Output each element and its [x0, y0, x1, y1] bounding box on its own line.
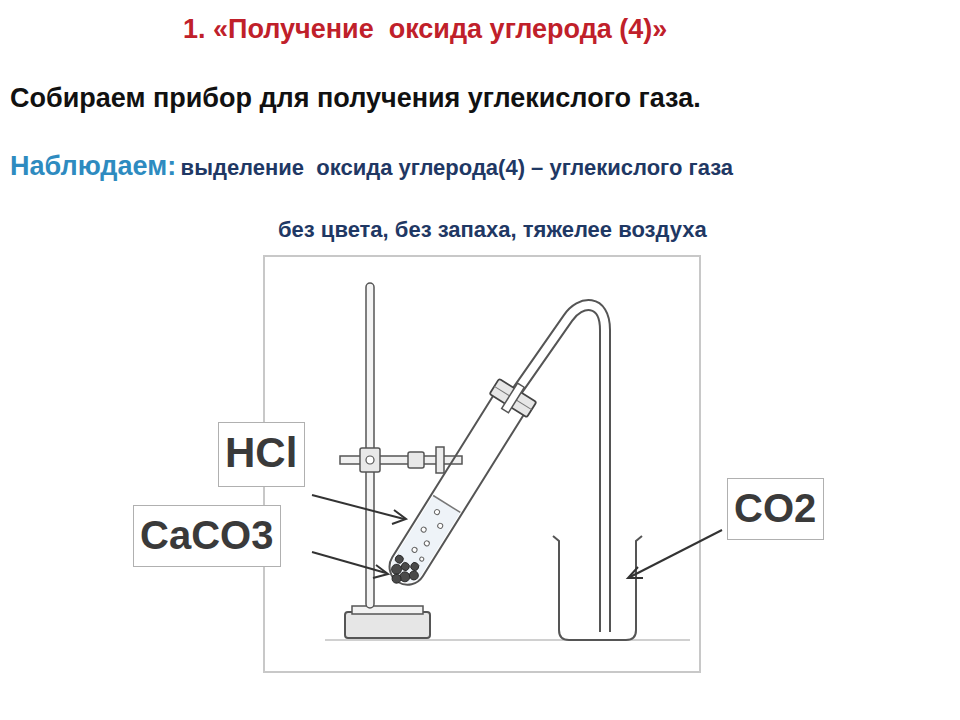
delivery-tube	[517, 305, 605, 632]
stand-base	[345, 612, 430, 638]
leader-arrow	[628, 567, 643, 578]
leader-arrow	[373, 565, 388, 578]
beaker	[553, 536, 642, 640]
leader-line	[630, 530, 722, 577]
label-box: HCl	[218, 422, 305, 487]
label-box: CO2	[727, 478, 824, 540]
slide-title: 1. «Получение оксида углерода (4)»	[183, 14, 667, 45]
test-tube	[378, 374, 540, 596]
box-label: HCl	[225, 423, 298, 484]
observation-heading: Наблюдаем:	[10, 151, 176, 181]
instruction-text: Собираем прибор для получения углекислог…	[10, 83, 701, 113]
table-line	[325, 639, 690, 641]
leader-line	[312, 552, 386, 573]
stand-rod	[366, 283, 374, 608]
label-box: CaCO3	[133, 505, 281, 567]
clamp-boss	[360, 448, 380, 472]
property-text: без цвета, без запаха, тяжелее воздуха	[278, 217, 707, 242]
box-label: CO2	[734, 479, 817, 537]
clamp-screw	[366, 456, 374, 464]
leader-arrow	[392, 510, 406, 524]
observation-text: выделение оксида углерода(4) – углекисло…	[181, 155, 733, 180]
box-label: CaCO3	[140, 506, 274, 564]
calcium-carbonate-chunks	[384, 552, 424, 592]
observation-text: Наблюдаем: выделение оксида углерода(4) …	[10, 148, 930, 188]
stopper	[490, 379, 537, 418]
leader-line	[312, 495, 404, 519]
clamp-jaw	[436, 447, 444, 473]
stand-plate	[352, 606, 423, 614]
delivery-tube-bore	[517, 305, 605, 632]
instruction-text: Собираем прибор для получения углекислог…	[10, 80, 910, 120]
picture-frame	[264, 256, 700, 672]
clamp-joint	[408, 452, 424, 468]
leader-lines	[312, 495, 722, 578]
property-text: без цвета, без запаха, тяжелее воздуха	[278, 214, 938, 248]
